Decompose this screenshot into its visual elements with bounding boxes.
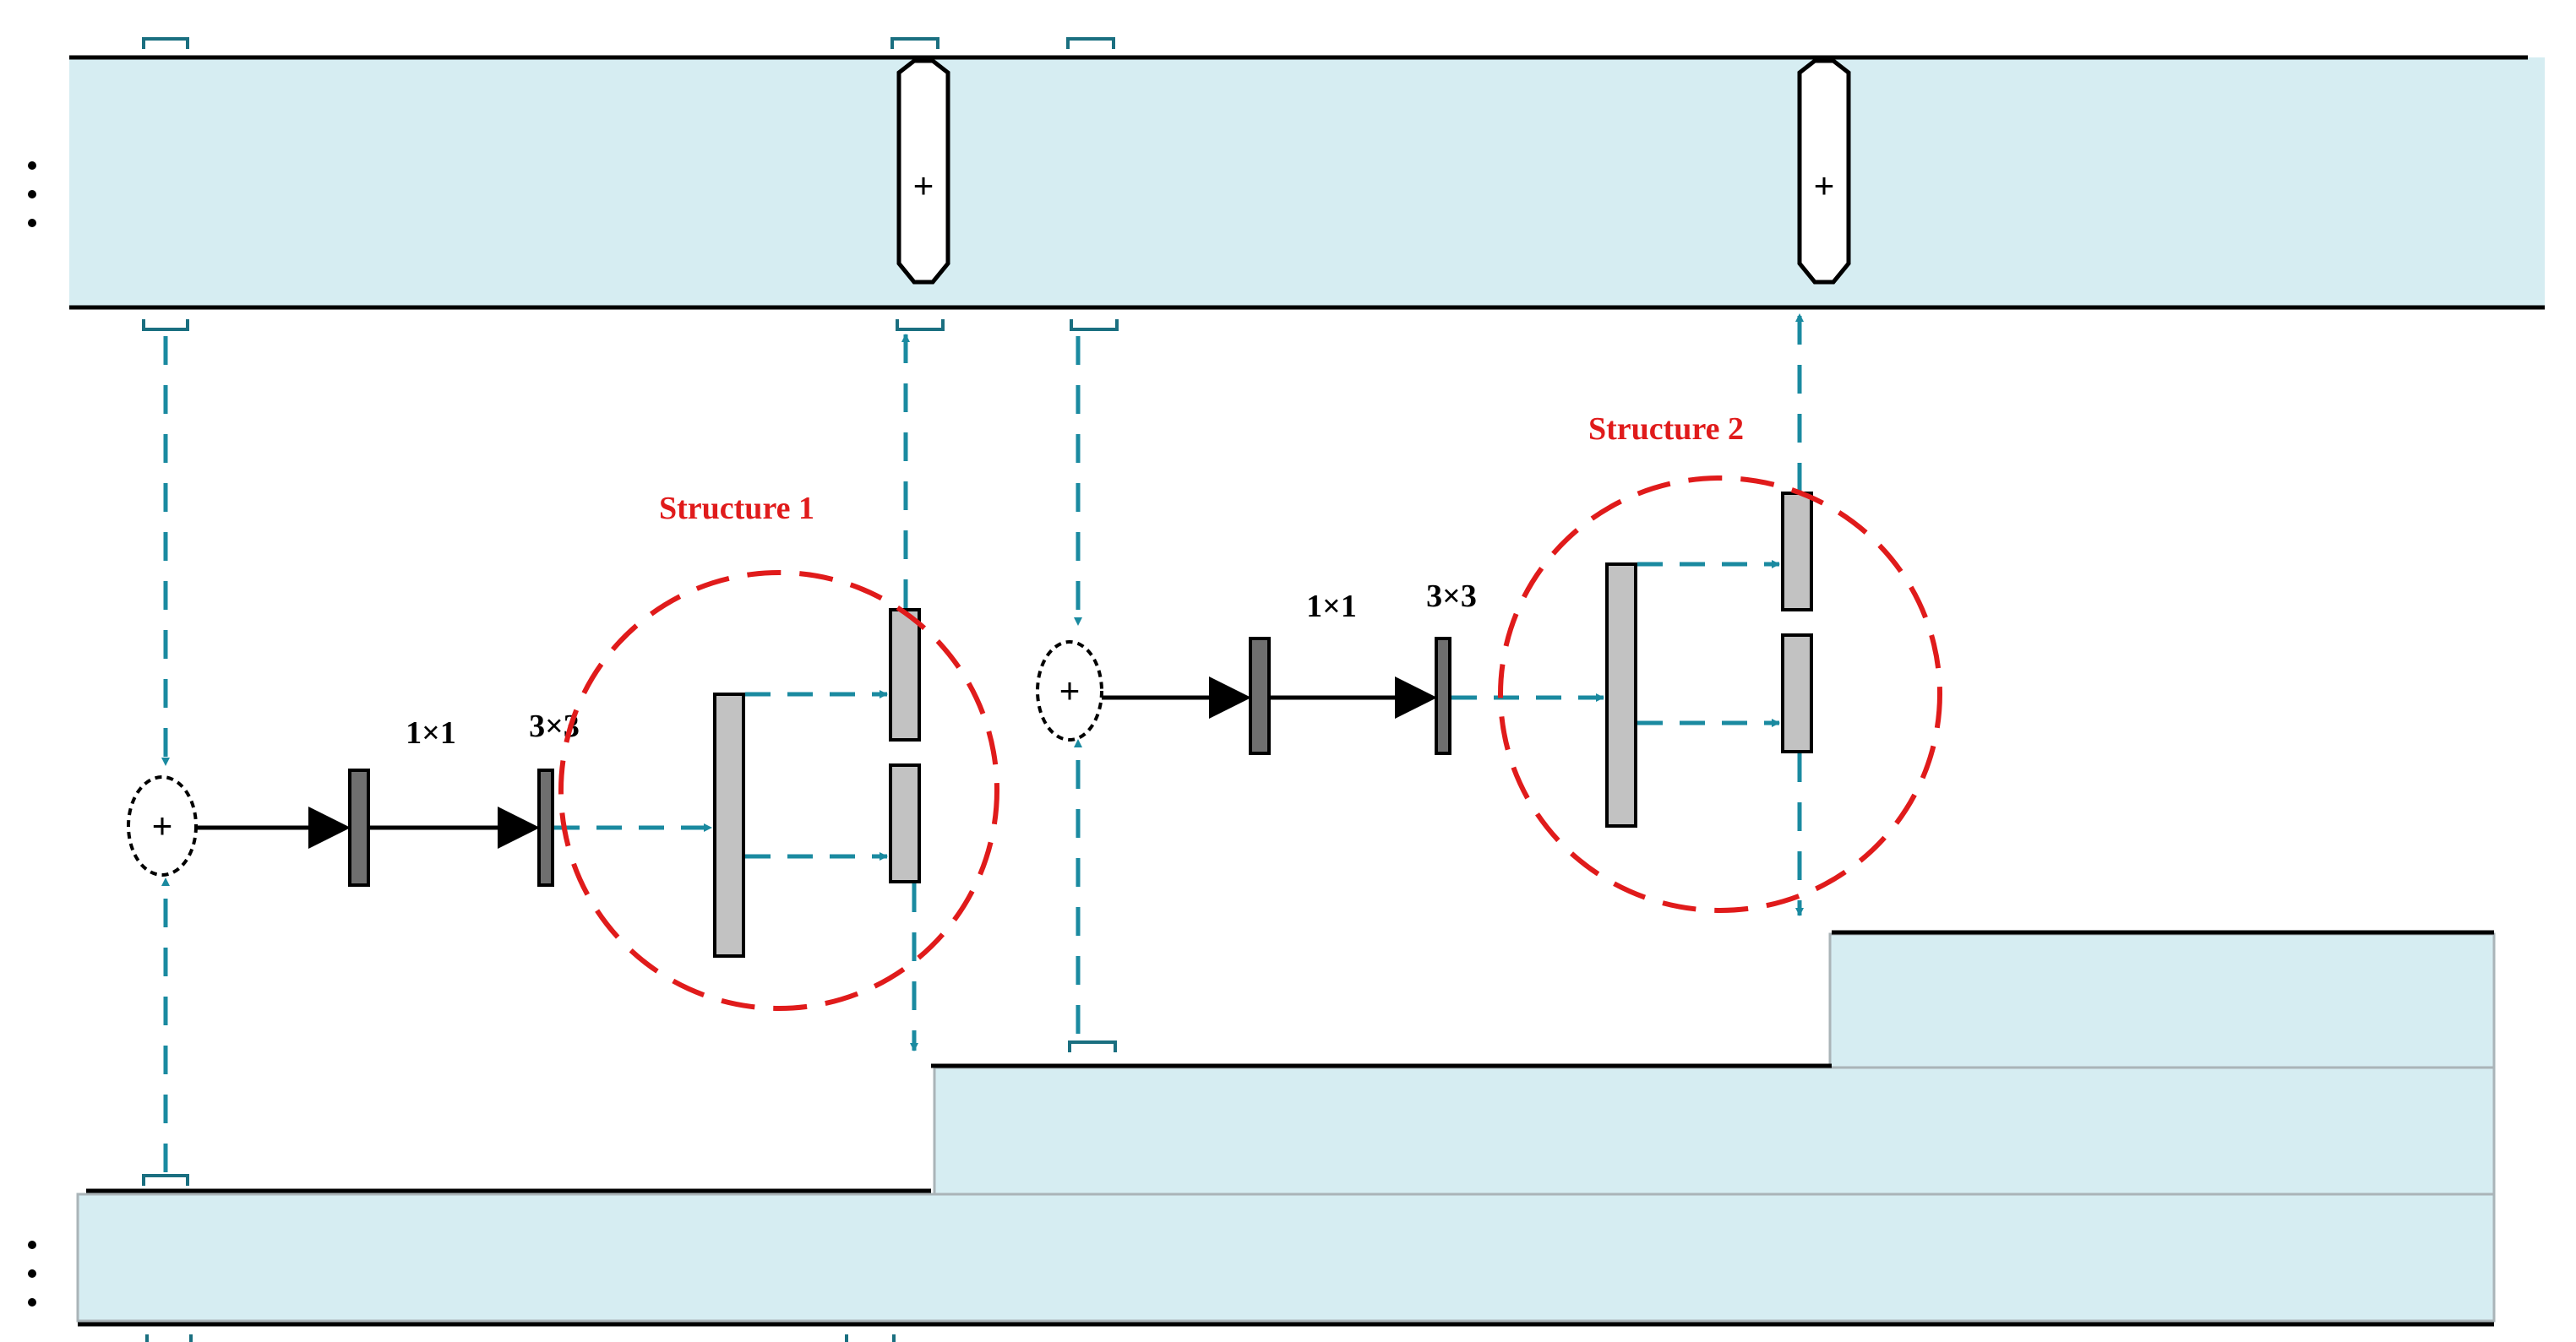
ellipsis-left-bottom [28,1241,36,1307]
bracket [896,319,945,331]
top-feature-band [69,55,2545,310]
top-adder-2: + [1797,58,1851,285]
split-block [1605,562,1637,828]
band-level-1 [76,1193,2496,1323]
conv-1x1-block [348,769,370,887]
conv-3x3-block [1435,637,1451,755]
output-block-lower [1781,633,1813,753]
bracket [1068,1040,1117,1052]
bracket [1066,37,1115,49]
adder-node-1: + [127,775,198,877]
top-brackets [142,37,1119,331]
bracket [890,37,939,49]
bottom-feature-bands [76,930,2496,1327]
ellipsis-left-top [28,161,36,227]
structure-2-highlight [1498,475,1942,913]
adder-plus-label: + [1059,671,1081,710]
split-block [713,693,745,958]
bracket [845,1334,896,1342]
conv-1x1-block [1249,637,1271,755]
band-level-3 [1828,932,2496,1069]
conv-3x3-block [537,769,554,887]
continuation-markers [28,161,36,1307]
bracket [145,1334,193,1342]
structure-1-highlight [558,570,999,1011]
conv-3x3-label: 3×3 [1426,579,1477,614]
top-band-fill [69,57,2545,307]
adder-plus-label: + [152,806,173,845]
output-block-lower [889,763,921,883]
conv-1x1-label: 1×1 [406,715,456,751]
output-block-upper [1781,492,1813,611]
adder-plus-label: + [1814,166,1835,205]
bracket [142,1174,189,1186]
structure-1-label: Structure 1 [659,491,814,526]
output-block-upper [889,608,921,742]
top-adder-1: + [896,58,950,285]
adder-plus-label: + [913,166,934,205]
bracket [142,37,189,49]
branch-2: + 1×1 3×3 Structure 2 [1036,313,1942,1034]
bottom-brackets [142,1040,1117,1342]
band-level-2 [933,1066,2496,1196]
bracket [1070,319,1119,331]
bracket [142,319,189,331]
adder-node-2: + [1036,640,1103,742]
branch-1: + 1×1 3×3 Structure 1 [127,334,999,1172]
conv-1x1-label: 1×1 [1306,589,1357,624]
structure-2-label: Structure 2 [1588,411,1744,447]
